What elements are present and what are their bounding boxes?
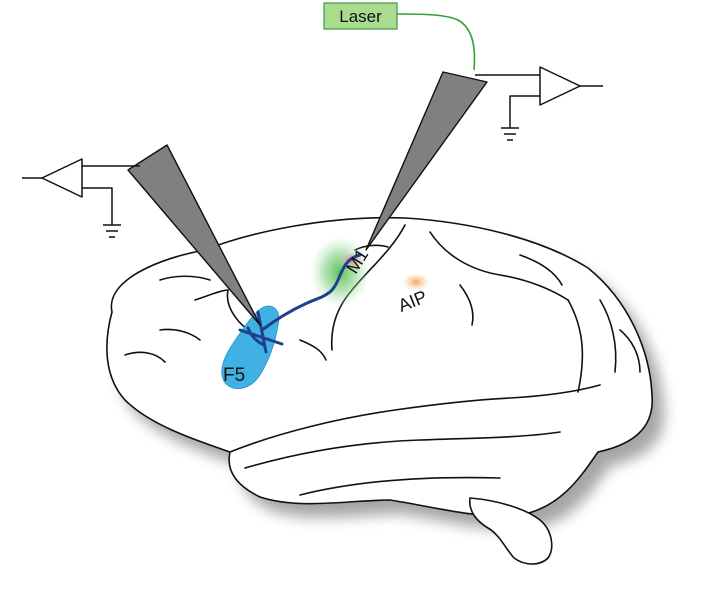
f5-electrode — [127, 144, 261, 326]
f5-label: F5 — [223, 365, 245, 386]
left-amplifier — [22, 158, 140, 238]
m1-electrode — [365, 71, 488, 251]
laser-fiber — [396, 13, 476, 71]
right-amplifier — [475, 66, 603, 141]
f5-m1-pathway — [238, 253, 362, 354]
laser-box: Laser — [323, 2, 398, 30]
laser-label: Laser — [339, 7, 382, 26]
aip-spot — [402, 273, 430, 291]
